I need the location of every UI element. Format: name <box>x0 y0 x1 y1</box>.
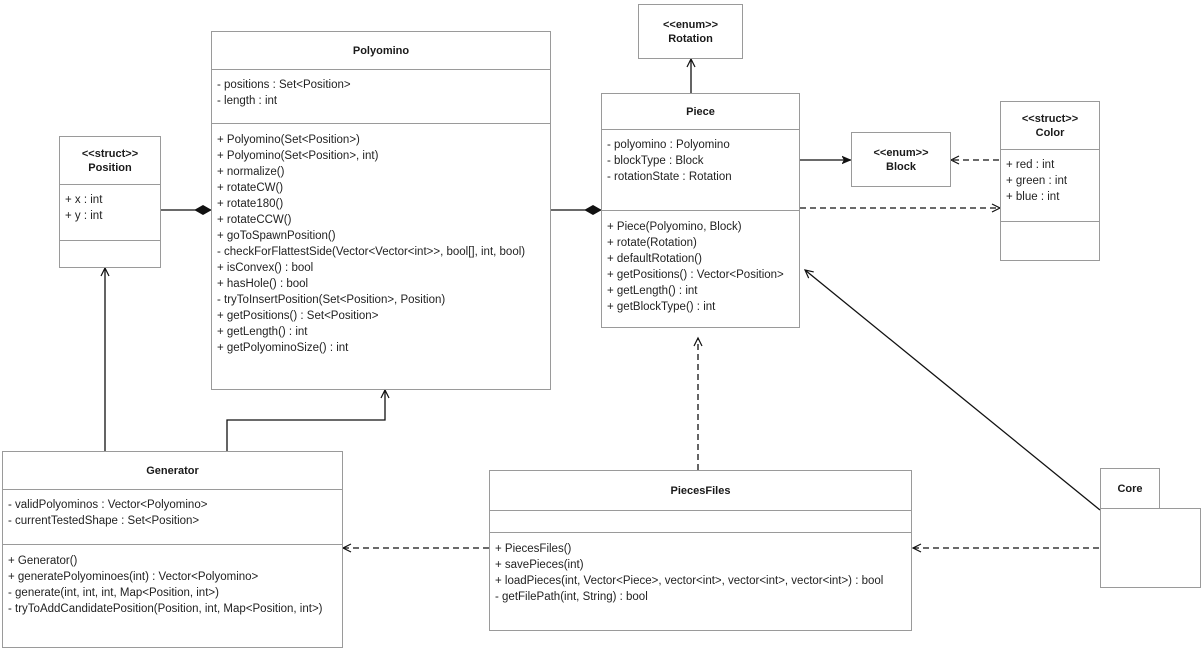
attribute-row: + red : int <box>1006 159 1055 171</box>
operations-compartment-generator: + Generator() + generatePolyominoes(int)… <box>3 545 342 624</box>
operations-compartment-piece: + Piece(Polyomino, Block) + rotate(Rotat… <box>602 211 799 322</box>
class-name-polyomino: Polyomino <box>352 44 410 57</box>
class-box-piece[interactable]: Piece - polyomino : Polyomino - blockTyp… <box>601 93 800 328</box>
attributes-compartment-piece: - polyomino : Polyomino - blockType : Bl… <box>602 130 799 211</box>
class-box-position[interactable]: <<struct>> Position + x : int + y : int <box>59 136 161 268</box>
class-name-position: Position <box>88 161 132 174</box>
operation-row: + normalize() <box>217 166 285 178</box>
operation-row: + Generator() <box>8 555 78 567</box>
class-header-generator: Generator <box>3 452 342 490</box>
operation-row: + Piece(Polyomino, Block) <box>607 221 742 233</box>
class-header-piecesfiles: PiecesFiles <box>490 471 911 511</box>
attribute-row: + blue : int <box>1006 191 1060 203</box>
operation-row: + loadPieces(int, Vector<Piece>, vector<… <box>495 575 884 587</box>
attribute-row: - positions : Set<Position> <box>217 79 351 91</box>
operations-compartment-color <box>1001 222 1099 240</box>
attribute-row: - polyomino : Polyomino <box>607 139 730 151</box>
operations-compartment-position <box>60 241 160 259</box>
class-name-block: Block <box>886 160 916 173</box>
class-name-piecesfiles: PiecesFiles <box>670 484 731 497</box>
operation-row: + getLength() : int <box>607 285 698 297</box>
operations-compartment-polyomino: + Polyomino(Set<Position>) + Polyomino(S… <box>212 124 550 363</box>
operation-row: + rotate(Rotation) <box>607 237 697 249</box>
class-header-block: <<enum>> Block <box>852 133 950 186</box>
attributes-compartment-piecesfiles <box>490 511 911 533</box>
operation-row: + rotateCW() <box>217 182 284 194</box>
class-header-position: <<struct>> Position <box>60 137 160 185</box>
operation-row: + hasHole() : bool <box>217 278 309 290</box>
class-name-rotation: Rotation <box>668 32 713 45</box>
operation-row: + savePieces(int) <box>495 559 584 571</box>
attribute-row: - rotationState : Rotation <box>607 171 732 183</box>
class-header-polyomino: Polyomino <box>212 32 550 70</box>
class-box-rotation[interactable]: <<enum>> Rotation <box>638 4 743 59</box>
class-box-block[interactable]: <<enum>> Block <box>851 132 951 187</box>
operation-row: + getBlockType() : int <box>607 301 716 313</box>
operation-row: + goToSpawnPosition() <box>217 230 336 242</box>
attribute-row: - validPolyominos : Vector<Polyomino> <box>8 499 208 511</box>
operation-row: - tryToAddCandidatePosition(Position, in… <box>8 603 323 615</box>
class-name-piece: Piece <box>686 105 715 118</box>
class-stereotype-block: <<enum>> <box>873 146 929 159</box>
attributes-compartment-polyomino: - positions : Set<Position> - length : i… <box>212 70 550 124</box>
attribute-row: + y : int <box>65 210 103 222</box>
class-name-color: Color <box>1035 126 1065 139</box>
operation-row: + rotate180() <box>217 198 284 210</box>
operation-row: + getPositions() : Vector<Position> <box>607 269 784 281</box>
operation-row: + getPolyominoSize() : int <box>217 342 349 354</box>
operation-row: + generatePolyominoes(int) : Vector<Poly… <box>8 571 259 583</box>
operation-row: + Polyomino(Set<Position>, int) <box>217 150 379 162</box>
class-header-rotation: <<enum>> Rotation <box>639 5 742 58</box>
package-body-core <box>1100 508 1201 588</box>
attributes-compartment-position: + x : int + y : int <box>60 185 160 241</box>
operation-row: + getPositions() : Set<Position> <box>217 310 379 322</box>
operation-row: - getFilePath(int, String) : bool <box>495 591 648 603</box>
package-tab-core: Core <box>1100 468 1160 509</box>
attributes-compartment-generator: - validPolyominos : Vector<Polyomino> - … <box>3 490 342 545</box>
class-header-piece: Piece <box>602 94 799 130</box>
class-name-generator: Generator <box>146 464 199 477</box>
operation-row: + isConvex() : bool <box>217 262 314 274</box>
class-stereotype-position: <<struct>> <box>81 147 139 160</box>
class-stereotype-color: <<struct>> <box>1021 112 1079 125</box>
class-box-generator[interactable]: Generator - validPolyominos : Vector<Pol… <box>2 451 343 648</box>
operation-row: - tryToInsertPosition(Set<Position>, Pos… <box>217 294 446 306</box>
operation-row: + getLength() : int <box>217 326 308 338</box>
class-header-color: <<struct>> Color <box>1001 102 1099 150</box>
operation-row: - checkForFlattestSide(Vector<Vector<int… <box>217 246 526 258</box>
attribute-row: - blockType : Block <box>607 155 704 167</box>
attribute-row: + x : int <box>65 194 103 206</box>
edge-generator-to-polyomino <box>226 388 390 451</box>
class-box-color[interactable]: <<struct>> Color + red : int + green : i… <box>1000 101 1100 261</box>
operation-row: + rotateCCW() <box>217 214 292 226</box>
operation-row: + PiecesFiles() <box>495 543 572 555</box>
class-stereotype-rotation: <<enum>> <box>662 18 719 31</box>
attributes-compartment-color: + red : int + green : int + blue : int <box>1001 150 1099 222</box>
operation-row: + defaultRotation() <box>607 253 702 265</box>
class-box-piecesfiles[interactable]: PiecesFiles + PiecesFiles() + savePieces… <box>489 470 912 631</box>
attribute-row: + green : int <box>1006 175 1068 187</box>
class-box-polyomino[interactable]: Polyomino - positions : Set<Position> - … <box>211 31 551 390</box>
operations-compartment-piecesfiles: + PiecesFiles() + savePieces(int) + load… <box>490 533 911 612</box>
attribute-row: - length : int <box>217 95 278 107</box>
class-name-core: Core <box>1117 482 1143 495</box>
attribute-row: - currentTestedShape : Set<Position> <box>8 515 200 527</box>
operation-row: + Polyomino(Set<Position>) <box>217 134 360 146</box>
class-box-core[interactable]: Core <box>1100 468 1201 588</box>
operation-row: - generate(int, int, int, Map<Position, … <box>8 587 219 599</box>
